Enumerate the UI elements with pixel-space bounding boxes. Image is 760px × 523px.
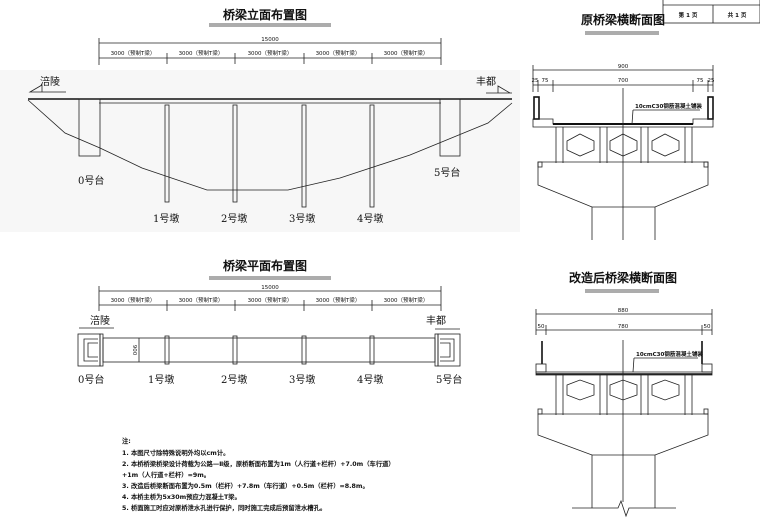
span-dim: 3000（预制T梁） (384, 49, 429, 57)
sub-dim: 700 (618, 78, 629, 84)
right-place-label: 丰都 (426, 314, 446, 327)
ground-line (27, 99, 513, 191)
support-label: 0号台 (78, 373, 104, 386)
sub-dim: 25 (532, 78, 539, 84)
pavement-note: 10cmC30钢筋混凝土铺装 (635, 102, 702, 110)
title-block: 第 1 页 共 1 页 (662, 0, 760, 24)
abutment-5 (439, 98, 461, 157)
total-width-dim: 900 (618, 64, 629, 70)
note-item: 1. 本图尺寸除特殊说明外均以cm计。 (122, 448, 229, 457)
new-cross-section: 改造后桥梁横断面图 880 50 780 50 10cmC30钢筋混凝土铺装 (535, 270, 713, 518)
note-item: 3. 改造后桥梁断面布置为0.5m（栏杆）+7.8m（车行道）+0.5m（栏杆）… (122, 481, 369, 490)
break-line (572, 499, 676, 518)
elevation-dimensions: 15000 3000（预制T梁） 3000（预制T梁） 3000（预制T梁） 3… (98, 37, 442, 65)
abutment-0 (78, 98, 101, 157)
span-dim: 3000（预制T梁） (111, 49, 156, 57)
notes: 注: 1. 本图尺寸除特殊说明外均以cm计。 2. 本桥桥梁桥梁设计荷载为公路—… (122, 436, 395, 512)
total-length-dim: 15000 (261, 285, 279, 291)
plan-title: 桥梁平面布置图 (223, 258, 307, 273)
direction-arrow-icon (28, 84, 66, 93)
span-dim: 3000（预制T梁） (179, 296, 224, 304)
support-label: 1号墩 (148, 373, 174, 386)
original-cross-section: 原桥梁横断面图 900 25 75 700 75 25 10cmC30钢筋混凝土… (532, 12, 715, 240)
span-dim: 3000（预制T梁） (248, 49, 293, 57)
support-label: 4号墩 (357, 373, 383, 386)
left-place-label: 涪陵 (90, 314, 110, 327)
plan-view: 桥梁平面布置图 15000 3000（预制T梁） 3000（预制T梁） 3000… (77, 258, 462, 386)
deck-width-dim: 900 (131, 345, 137, 356)
page-number: 第 1 页 (679, 11, 698, 19)
notes-heading: 注: (122, 436, 131, 445)
span-dim: 3000（预制T梁） (316, 296, 361, 304)
abutment-detail (440, 338, 455, 362)
original-section-title: 原桥梁横断面图 (581, 12, 665, 27)
span-dim: 3000（预制T梁） (179, 49, 224, 57)
support-label: 5号台 (436, 373, 462, 386)
pier-caps-plan (164, 335, 375, 365)
plan-dimensions: 15000 3000（预制T梁） 3000（预制T梁） 3000（预制T梁） 3… (98, 285, 442, 311)
span-dim: 3000（预制T梁） (111, 296, 156, 304)
note-item: 5. 桥面施工时应对原桥泄水孔进行保护，同时施工完成后预留泄水槽孔。 (122, 503, 326, 512)
sub-dim: 50 (704, 324, 711, 330)
abutment-detail (83, 338, 98, 362)
span-dim: 3000（预制T梁） (384, 296, 429, 304)
direction-arrow-icon (486, 85, 512, 94)
total-width-dim: 880 (618, 308, 629, 314)
sub-dim: 25 (708, 78, 715, 84)
page-total: 共 1 页 (728, 11, 747, 19)
sub-dim: 50 (538, 324, 545, 330)
support-label: 3号墩 (289, 373, 315, 386)
right-place-label: 丰都 (476, 75, 496, 88)
deck-plan (102, 337, 436, 363)
note-item: 4. 本桥主桥为5x30m预应力混凝土T梁。 (122, 492, 241, 501)
piers (164, 104, 375, 208)
support-label: 0号台 (78, 174, 104, 187)
note-item: 2. 本桥桥梁桥梁设计荷载为公路—Ⅱ级，原桥断面布置为1m（人行道+栏杆）+7.… (122, 459, 395, 468)
total-length-dim: 15000 (261, 37, 279, 43)
sub-dim: 75 (697, 78, 704, 84)
support-label: 2号墩 (221, 373, 247, 386)
elevation-view: 桥梁立面布置图 15000 3000（预制T梁） 3000（预制T梁） 3000… (0, 7, 520, 232)
sub-dim: 75 (542, 78, 549, 84)
left-place-label: 涪陵 (40, 75, 60, 88)
note-item: +1m（人行道+栏杆）=9m。 (122, 470, 210, 479)
pavement-note: 10cmC30钢筋混凝土铺装 (636, 350, 703, 358)
support-label: 5号台 (434, 166, 460, 179)
span-dim: 3000（预制T梁） (248, 296, 293, 304)
elevation-background (0, 70, 520, 232)
support-label: 3号墩 (289, 212, 315, 225)
support-label: 1号墩 (153, 212, 179, 225)
new-section-title: 改造后桥梁横断面图 (569, 270, 677, 285)
abutment-wall (99, 333, 104, 367)
support-label: 2号墩 (221, 212, 247, 225)
support-label: 4号墩 (357, 212, 383, 225)
span-dim: 3000（预制T梁） (316, 49, 361, 57)
sub-dim: 780 (618, 324, 629, 330)
abutment-wall (434, 333, 439, 367)
elevation-title: 桥梁立面布置图 (223, 7, 307, 22)
